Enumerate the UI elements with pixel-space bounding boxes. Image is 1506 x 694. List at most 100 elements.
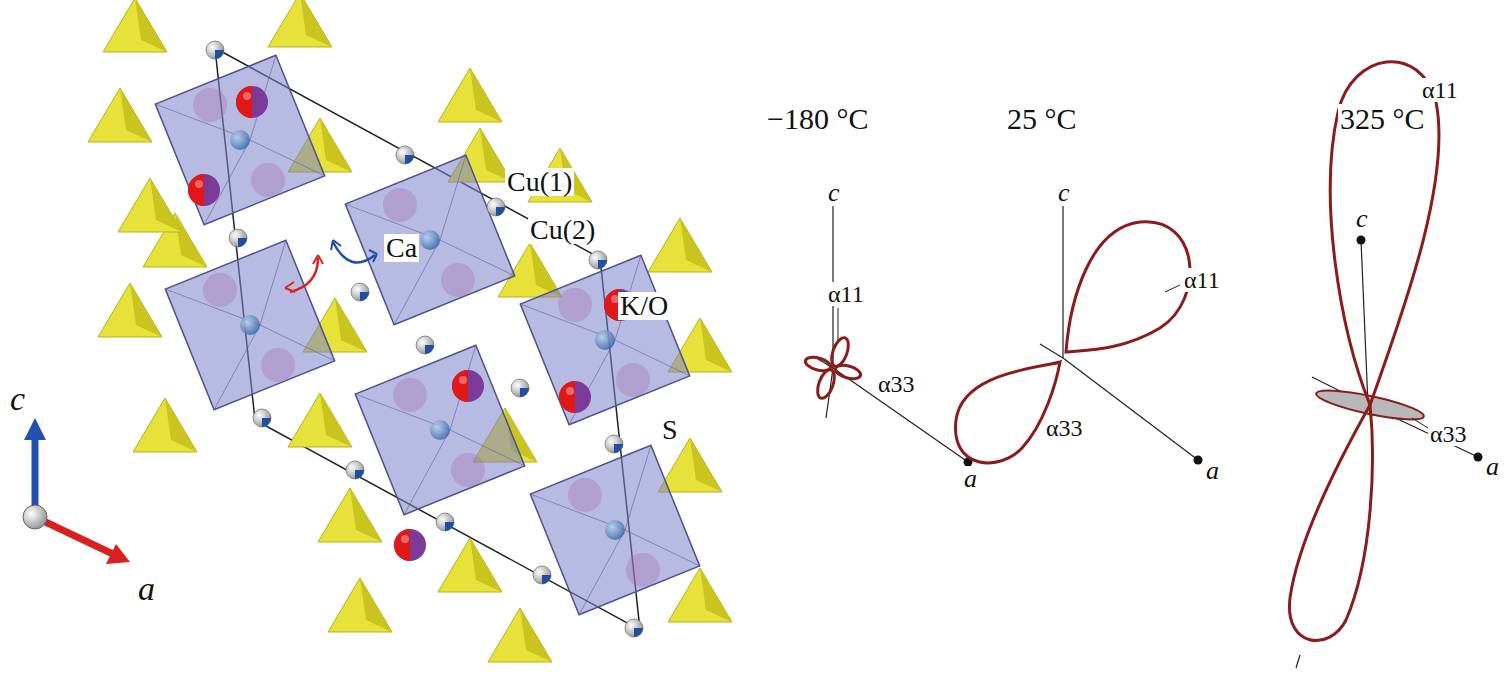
drawing-part: [229, 229, 247, 247]
drawing-part: [394, 529, 426, 561]
expansion-plot: [813, 193, 968, 462]
temperature-label: −180 °C: [765, 104, 870, 134]
axis-label: c: [8, 382, 27, 416]
drawing-part: [1062, 193, 1063, 358]
drawing-part: [438, 538, 502, 592]
drawing-part: [1289, 405, 1372, 641]
drawing-part: [658, 438, 722, 492]
drawing-part: [1066, 222, 1190, 352]
drawing-part: [268, 0, 332, 47]
drawing-part: [438, 68, 502, 122]
drawing-part: [206, 41, 224, 59]
drawing-part: [559, 381, 591, 413]
drawing-part: [118, 178, 182, 232]
drawing-part: [351, 283, 369, 301]
drawing-part: [648, 218, 712, 272]
axis-label: a: [1204, 458, 1221, 484]
drawing-part: [155, 55, 324, 224]
leader-line: [1165, 285, 1180, 292]
drawing-part: [355, 345, 524, 514]
expansion-surface: [1289, 62, 1439, 641]
axis-dot: [1194, 456, 1203, 465]
drawing-part: [1330, 62, 1439, 405]
drawing-part: [668, 568, 732, 622]
drawing-part: [133, 398, 197, 452]
axis-dot: [1474, 453, 1483, 462]
drawing-part: [288, 393, 352, 447]
expansion-surface: [956, 222, 1190, 463]
atom-label: K/O: [618, 292, 670, 320]
drawing-part: [589, 251, 607, 269]
drawing-part: [452, 370, 484, 402]
drawing-part: [436, 513, 454, 531]
axis-label: c: [826, 180, 842, 206]
drawing-part: [396, 146, 414, 164]
drawing-part: [834, 363, 862, 381]
drawing-part: [956, 362, 1060, 463]
drawing-part: [416, 336, 434, 354]
leader-line: [838, 308, 839, 340]
drawing-part: [511, 379, 529, 397]
drawing-part: [832, 193, 833, 368]
axis-label: c: [1056, 180, 1072, 206]
drawing-part: [605, 435, 623, 453]
cu-atoms: [206, 41, 643, 637]
atom-label: Cu(2): [528, 216, 597, 244]
drawing-part: [1063, 358, 1198, 460]
expansion-plot: [1296, 240, 1478, 668]
origin-sphere: [23, 505, 47, 529]
drawing-part: [253, 409, 271, 427]
drawing-part: [98, 283, 162, 337]
drawing-part: [328, 578, 392, 632]
arrow-head: [24, 418, 46, 440]
drawing-part: [88, 88, 152, 142]
drawing-part: [487, 198, 505, 216]
drawing-part: [814, 368, 837, 401]
drawing-part: [103, 0, 167, 52]
atom-label: Ca: [384, 234, 419, 262]
a-axis-arrow: [35, 517, 115, 555]
expansion-plot: [1040, 193, 1198, 460]
drawing-part: [1296, 655, 1300, 668]
axis-label: a: [1484, 454, 1501, 480]
drawing-part: [828, 336, 851, 369]
drawing-part: [833, 368, 968, 462]
tensor-label: α33: [1044, 416, 1085, 440]
tensor-label: α33: [876, 372, 917, 396]
axis-label: c: [1354, 206, 1370, 232]
drawing-part: [804, 355, 832, 373]
atom-label: Cu(1): [505, 168, 574, 196]
drawing-part: [346, 461, 364, 479]
c-axis-arrow: [32, 432, 39, 517]
arrow-head: [106, 544, 130, 564]
drawing-part: [236, 86, 268, 118]
axis-label: a: [962, 466, 979, 492]
drawing-part: [345, 155, 514, 324]
octahedra: [155, 55, 699, 614]
tensor-label: α33: [1428, 422, 1469, 446]
drawing-part: [318, 488, 382, 542]
axis-dot: [1357, 236, 1366, 245]
temperature-label: 325 °C: [1338, 104, 1427, 134]
drawing-part: [188, 174, 220, 206]
k-o-atoms: [188, 86, 636, 561]
drawing-part: [488, 608, 552, 662]
drawing-part: [520, 255, 689, 424]
arrow-head: [331, 240, 377, 262]
drawing-part: [165, 240, 334, 409]
drawing-part: [530, 445, 699, 614]
arrow-head: [285, 255, 323, 292]
tensor-label: α11: [1182, 268, 1222, 292]
leader-line: [1412, 418, 1428, 428]
atom-label: S: [660, 416, 680, 444]
expansion-surface: [804, 336, 862, 401]
tetrahedra: [88, 0, 732, 662]
axis-label: a: [136, 572, 157, 606]
tensor-label: α11: [826, 282, 866, 306]
drawing-part: [625, 619, 643, 637]
drawing-part: [533, 566, 551, 584]
tensor-label: α11: [1420, 78, 1460, 102]
drawing-part: [1040, 344, 1063, 358]
